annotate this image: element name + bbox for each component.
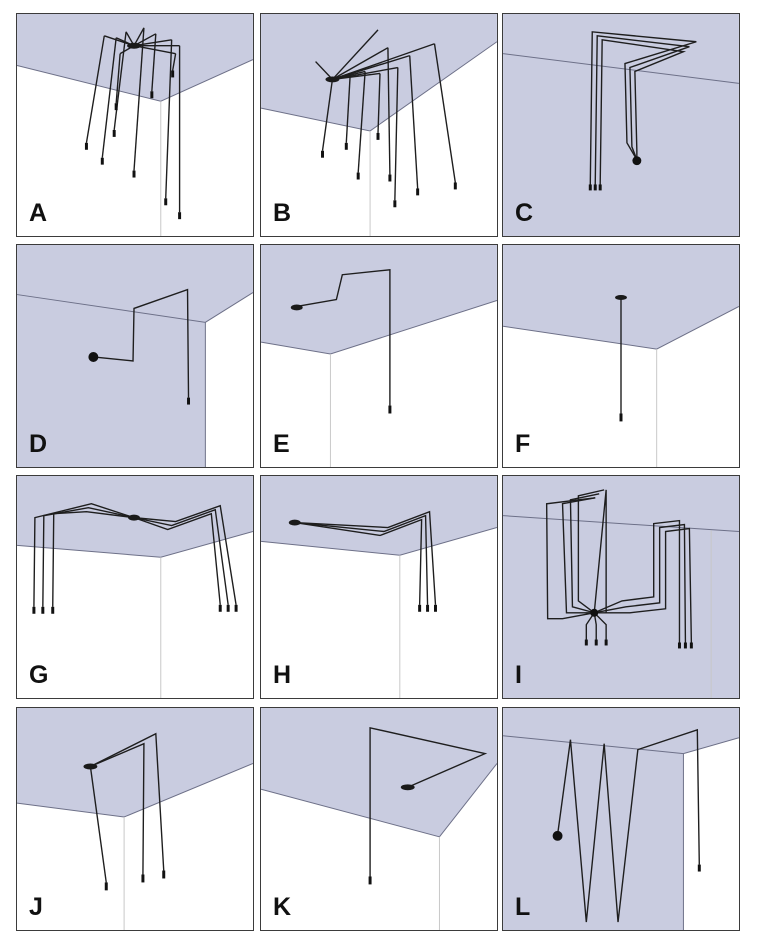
- lamp-illustration-j: [17, 708, 253, 930]
- lamp-illustration-d: [17, 245, 253, 467]
- panel-label: C: [515, 199, 534, 227]
- panel-label: H: [273, 661, 292, 689]
- panel-j: J: [16, 707, 254, 931]
- panel-label: L: [515, 893, 531, 921]
- panel-label: F: [515, 430, 531, 458]
- panel-c: C: [502, 13, 740, 237]
- panel-label: K: [273, 893, 292, 921]
- panel-label: J: [29, 893, 43, 921]
- panel-label: G: [29, 661, 49, 689]
- panel-label: D: [29, 430, 48, 458]
- panel-b: B: [260, 13, 498, 237]
- panel-l: L: [502, 707, 740, 931]
- lamp-illustration-f: [503, 245, 739, 467]
- panel-k: K: [260, 707, 498, 931]
- lamp-illustration-i: [503, 476, 739, 698]
- panel-g: G: [16, 475, 254, 699]
- panel-label: B: [273, 199, 292, 227]
- lamp-illustration-k: [261, 708, 497, 930]
- lamp-illustration-c: [503, 14, 739, 236]
- panel-e: E: [260, 244, 498, 468]
- lamp-illustration-b: [261, 14, 497, 236]
- panel-label: A: [29, 199, 48, 227]
- panel-label: E: [273, 430, 290, 458]
- panel-f: F: [502, 244, 740, 468]
- panel-a: A: [16, 13, 254, 237]
- panel-d: D: [16, 244, 254, 468]
- lamp-illustration-e: [261, 245, 497, 467]
- panel-label: I: [515, 661, 522, 689]
- lamp-illustration-l: [503, 708, 739, 930]
- lamp-illustration-h: [261, 476, 497, 698]
- lamp-illustration-g: [17, 476, 253, 698]
- lamp-illustration-a: [17, 14, 253, 236]
- panel-i: I: [502, 475, 740, 699]
- panel-h: H: [260, 475, 498, 699]
